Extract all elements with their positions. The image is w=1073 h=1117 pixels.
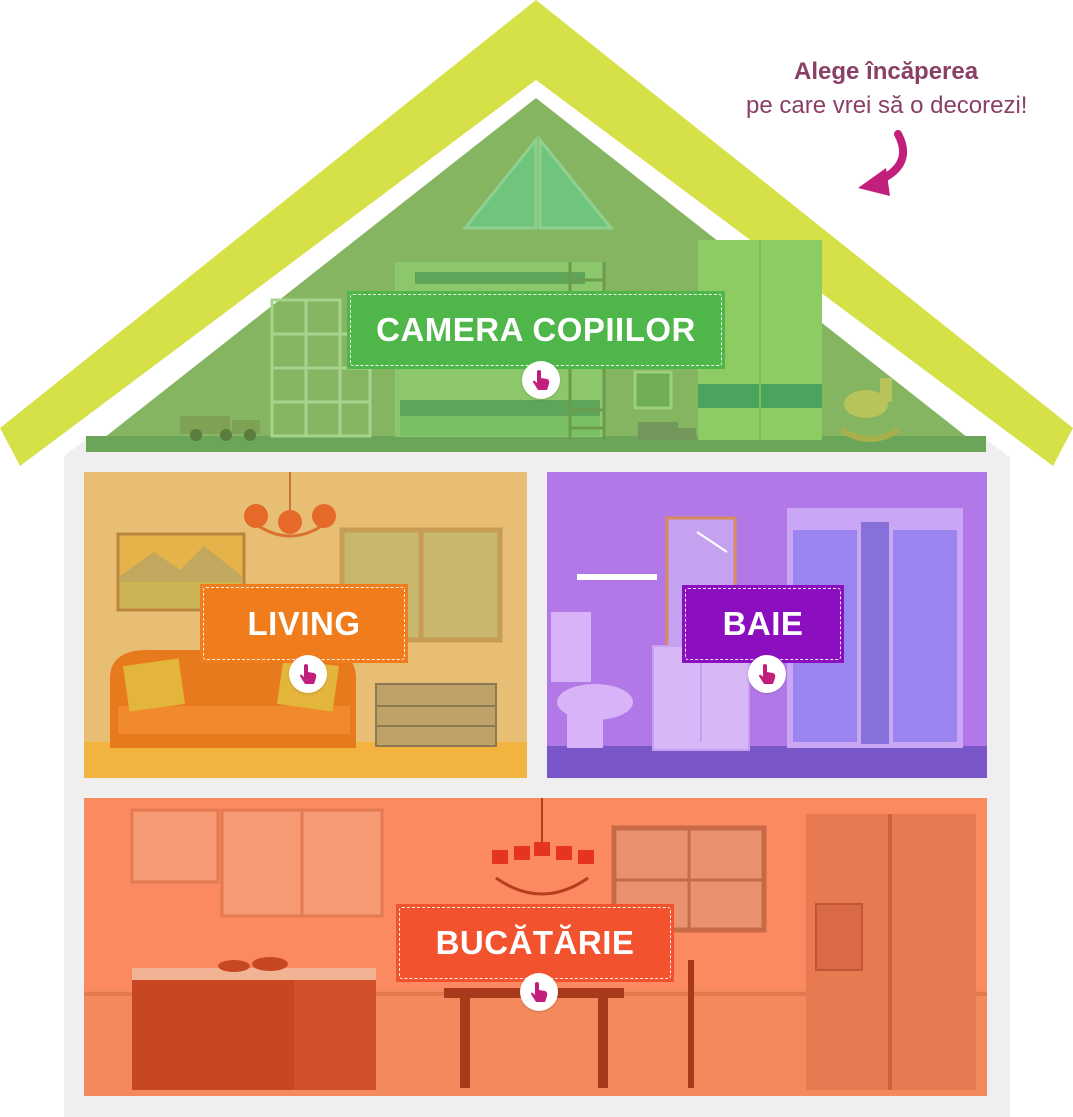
bathroom-scene [547,508,987,778]
hand-pointer-icon[interactable] [520,973,558,1011]
living-room-button[interactable]: LIVING [200,584,408,663]
cta-subtitle: pe care vrei să o decorezi! [746,92,1028,119]
kitchen[interactable] [84,798,987,1096]
cta-title: Alege încăperea [794,58,979,85]
hand-pointer-icon[interactable] [522,361,560,399]
kids-room-button[interactable]: CAMERA COPIILOR [347,291,725,369]
bathroom-button[interactable]: BAIE [682,585,844,663]
living-room[interactable] [84,472,527,778]
living-room-scene [84,472,527,778]
kitchen-scene [84,798,987,1096]
curved-arrow-icon [858,130,908,196]
hand-pointer-icon[interactable] [289,655,327,693]
hand-pointer-icon[interactable] [748,655,786,693]
kitchen-button[interactable]: BUCĂTĂRIE [396,904,674,982]
